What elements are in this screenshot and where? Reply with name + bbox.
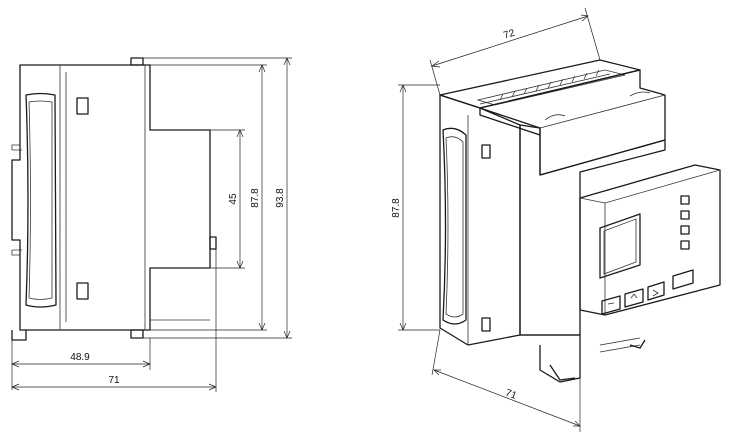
iso-left-side <box>439 94 521 346</box>
iso-front-module <box>579 164 721 316</box>
dim-87-8-iso-label: 87.8 <box>391 198 402 218</box>
dim-48-9-label: 48.9 <box>70 352 90 363</box>
button-right <box>647 281 665 301</box>
led-2 <box>680 210 690 220</box>
led-4 <box>680 240 690 250</box>
button-esc <box>601 295 621 315</box>
side-view: 45 87.8 93.8 48.9 71 <box>11 57 292 392</box>
dim-71-iso-label: 71 <box>504 388 519 402</box>
dim-45-label: 45 <box>228 193 239 205</box>
led-3 <box>680 225 690 235</box>
led-1 <box>680 195 690 205</box>
dim-93-8-label: 93.8 <box>275 188 286 208</box>
side-view-grip <box>25 92 57 308</box>
dim-72-label: 72 <box>502 28 516 42</box>
iso-lcd-screen <box>599 213 641 279</box>
iso-top-face <box>439 59 641 109</box>
button-up <box>624 288 644 308</box>
lower-side-window <box>76 282 89 300</box>
side-view-outline <box>11 64 211 331</box>
upper-side-window <box>76 97 89 115</box>
iso-side-grip <box>442 127 467 325</box>
button-enter <box>672 269 694 290</box>
dim-71-side-label: 71 <box>108 375 120 386</box>
isometric-view: 72 87.8 71 <box>391 7 721 432</box>
dim-87-8-label: 87.8 <box>250 188 261 208</box>
